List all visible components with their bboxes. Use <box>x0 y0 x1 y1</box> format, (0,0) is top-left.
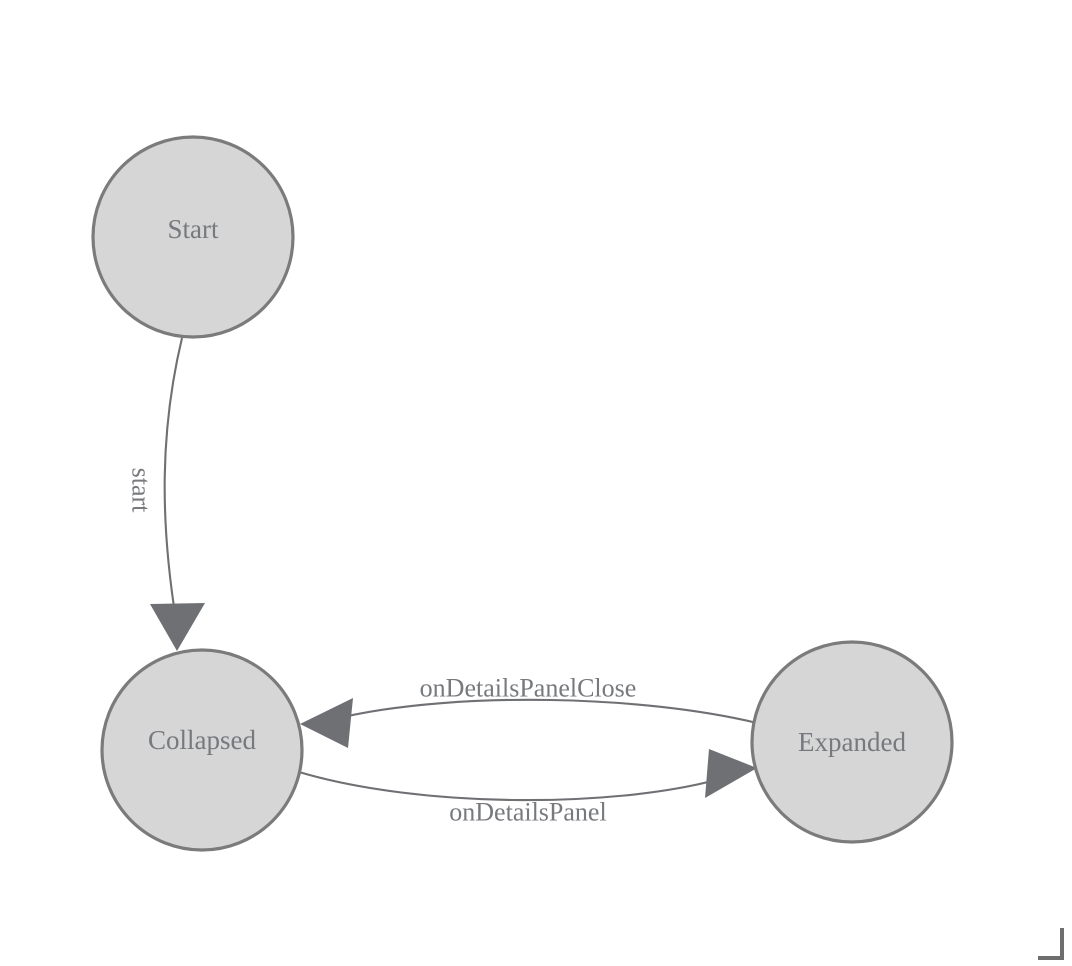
edge-path-start-to-collapsed <box>163 337 184 621</box>
edge-expanded-to-collapsed[interactable] <box>300 698 758 748</box>
edge-collapsed-to-expanded[interactable] <box>298 749 757 802</box>
edge-label-on-details-panel-close: onDetailsPanelClose <box>420 674 637 703</box>
node-start-label: Start <box>168 214 219 244</box>
resize-corner-bracket-icon[interactable] <box>1038 928 1064 960</box>
edge-label-on-details-panel: onDetailsPanel <box>449 798 606 827</box>
arrowhead-down-into-collapsed <box>150 603 205 651</box>
node-collapsed-label: Collapsed <box>148 725 256 755</box>
node-start-circle <box>91 135 295 339</box>
node-collapsed-circle <box>100 648 304 852</box>
edge-start-to-collapsed[interactable] <box>150 337 205 651</box>
edge-label-start: start <box>127 468 156 514</box>
node-collapsed[interactable]: Collapsed <box>100 648 304 852</box>
edge-path-expanded-to-collapsed <box>347 698 758 725</box>
edge-path-collapsed-to-expanded <box>298 770 717 802</box>
node-start[interactable]: Start <box>91 135 295 339</box>
node-expanded[interactable]: Expanded <box>750 640 954 844</box>
node-expanded-label: Expanded <box>798 727 906 757</box>
arrowhead-left-into-collapsed <box>300 698 353 748</box>
node-expanded-circle <box>750 640 954 844</box>
arrowhead-right-into-expanded <box>705 749 757 798</box>
